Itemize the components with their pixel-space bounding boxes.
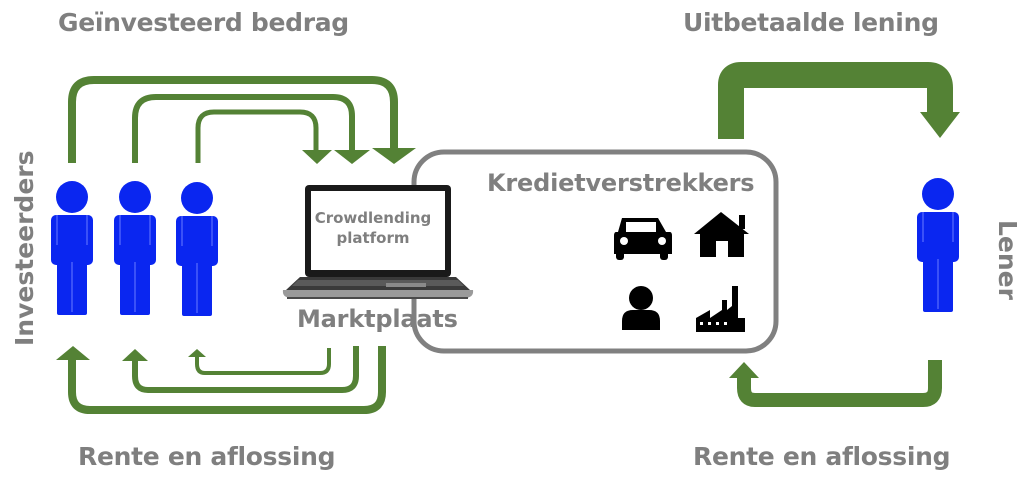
borrower-figure-outline: [922, 212, 954, 309]
repay-arrowhead-inner: [188, 349, 206, 357]
invested-amount-arrows: [68, 76, 398, 163]
invest-arrow-inner: [195, 109, 319, 163]
investors-label: Investeerders: [10, 150, 39, 346]
marketplace-label: Marktplaats: [297, 305, 458, 333]
invested-amount-label: Geïnvesteerd bedrag: [58, 8, 349, 37]
laptop-icon: [282, 185, 474, 299]
person-bust-icon: [622, 286, 660, 330]
laptop-screen-line-1: Crowdlending: [314, 209, 432, 227]
repay-arrow-inner: [195, 348, 331, 375]
invest-arrowheads: [302, 148, 416, 164]
repay-arrowhead-middle: [122, 349, 148, 361]
interest-repayment-label-right: Rente en aflossing: [693, 442, 951, 471]
laptop-screen-line-2: platform: [336, 229, 410, 247]
invest-arrow-outer: [68, 76, 398, 163]
repayment-arrow-right: [737, 360, 942, 407]
repay-arrow-outer: [68, 346, 386, 414]
interest-repayment-label-left: Rente en aflossing: [78, 442, 336, 471]
car-icon: [614, 218, 672, 260]
paid-out-loan-label: Uitbetaalde lening: [683, 8, 939, 37]
lender-type-icons: [614, 212, 749, 332]
paid-out-loan-arrow: [718, 62, 953, 139]
house-icon: [694, 212, 749, 257]
invest-arrowhead-middle: [334, 150, 370, 164]
laptop-screen-text: Crowdlending platform: [306, 208, 440, 248]
investor-figure-outlines: [56, 215, 213, 313]
repay-arrowheads-left: [56, 346, 206, 361]
factory-icon: [696, 286, 745, 332]
paid-out-loan-arrowhead: [920, 112, 960, 138]
borrower-label: Lener: [993, 220, 1022, 300]
repayment-arrowhead-right: [729, 362, 759, 378]
repay-arrow-middle: [132, 346, 359, 393]
invest-arrow-middle: [132, 94, 355, 163]
invest-arrowhead-inner: [302, 150, 332, 164]
invest-arrowhead-outer: [372, 148, 416, 164]
repayment-arrows-left: [68, 346, 386, 414]
lenders-box-title: Kredietverstrekkers: [487, 169, 755, 197]
repay-arrowhead-outer: [56, 346, 90, 360]
